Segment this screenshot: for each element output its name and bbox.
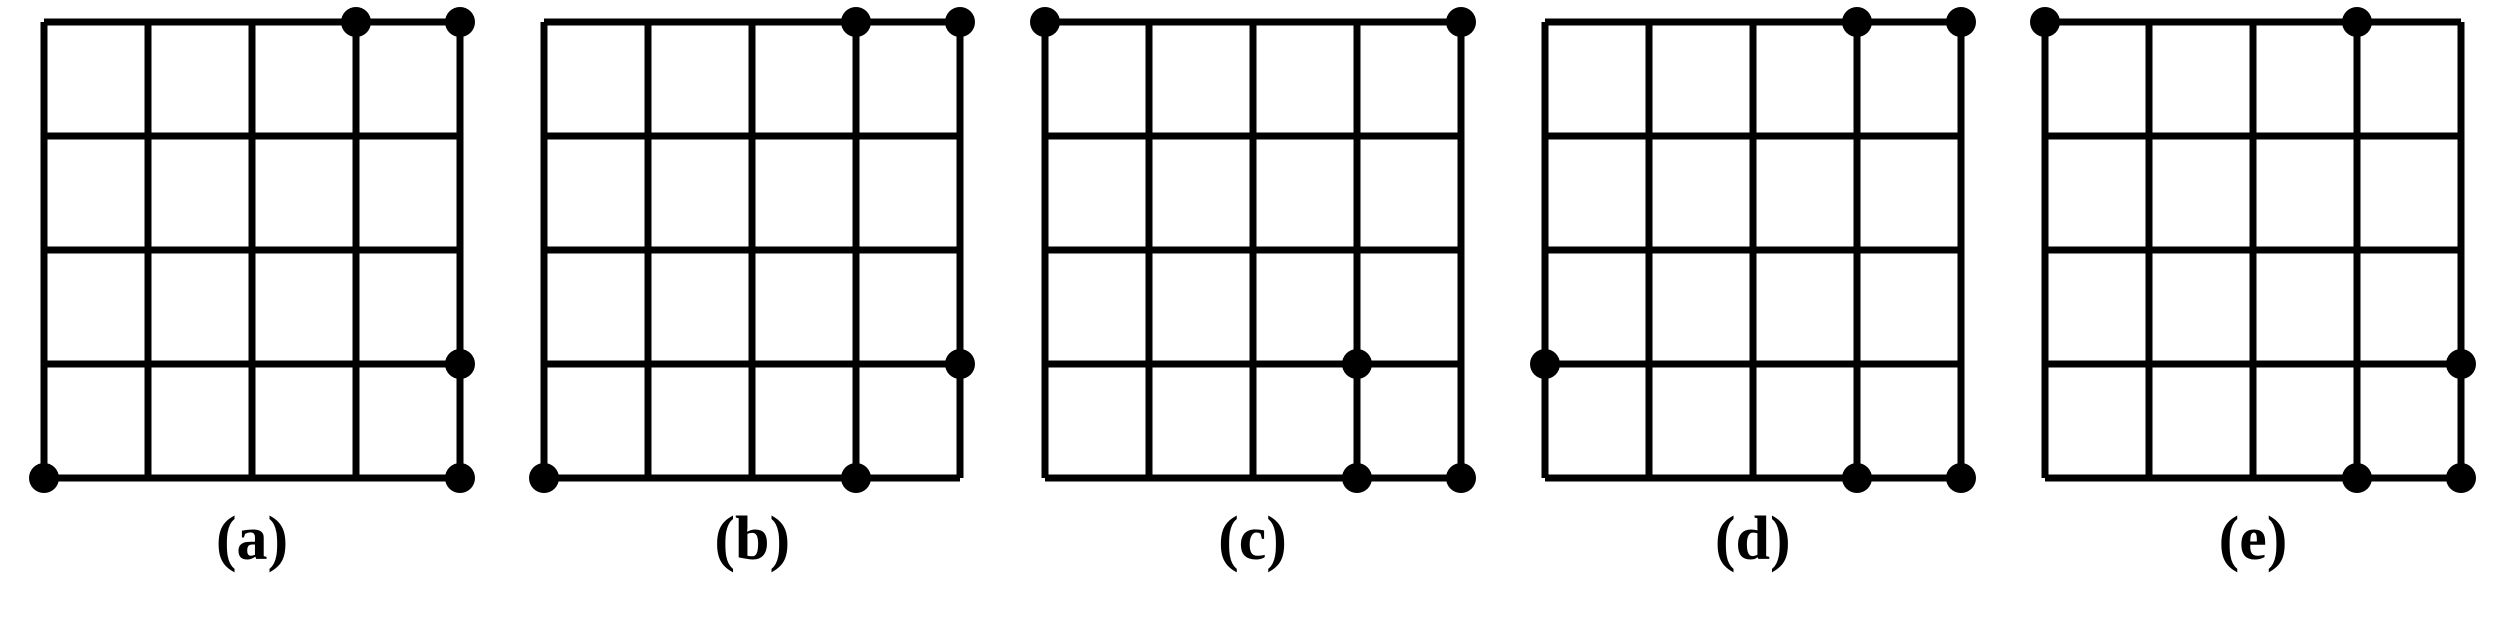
lattice-dot bbox=[1841, 463, 1872, 493]
panel-label-e: (e) bbox=[2218, 505, 2288, 573]
lattice-grid-c bbox=[1023, 0, 1483, 500]
lattice-dot bbox=[2342, 463, 2372, 493]
lattice-panel-b: (b) bbox=[522, 0, 982, 643]
lattice-dot bbox=[2342, 7, 2372, 37]
lattice-dot bbox=[445, 349, 475, 379]
lattice-dot bbox=[1341, 349, 1372, 379]
lattice-dot bbox=[445, 7, 475, 37]
lattice-dot bbox=[1445, 7, 1476, 37]
lattice-dot bbox=[1841, 7, 1872, 37]
lattice-svg-d bbox=[1529, 7, 1976, 493]
lattice-dot bbox=[945, 349, 976, 379]
lattice-dot bbox=[1445, 463, 1476, 493]
lattice-dot bbox=[1529, 349, 1560, 379]
lattice-dot bbox=[841, 7, 872, 37]
lattice-dot bbox=[1341, 463, 1372, 493]
lattice-panel-d: (d) bbox=[1523, 0, 1983, 643]
lattice-panel-a: (a) bbox=[22, 0, 482, 643]
lattice-svg-b bbox=[529, 7, 976, 493]
lattice-dot bbox=[1945, 7, 1976, 37]
panel-label-b: (b) bbox=[714, 505, 791, 573]
lattice-panel-c: (c) bbox=[1023, 0, 1483, 643]
lattice-dot bbox=[2446, 349, 2476, 379]
lattice-dot bbox=[1945, 463, 1976, 493]
lattice-grid-a bbox=[22, 0, 482, 500]
lattice-grid-d bbox=[1523, 0, 1983, 500]
lattice-svg-e bbox=[2030, 7, 2476, 493]
lattice-dot bbox=[841, 463, 872, 493]
lattice-svg-c bbox=[1029, 7, 1476, 493]
lattice-svg-a bbox=[29, 7, 475, 493]
lattice-dot bbox=[1029, 7, 1060, 37]
lattice-dot bbox=[529, 463, 560, 493]
lattice-dot bbox=[2446, 463, 2476, 493]
lattice-grid-b bbox=[522, 0, 982, 500]
lattice-dot bbox=[29, 463, 59, 493]
lattice-dot bbox=[2030, 7, 2060, 37]
lattice-dot bbox=[445, 463, 475, 493]
panel-label-a: (a) bbox=[215, 505, 289, 573]
lattice-grid-e bbox=[2023, 0, 2483, 500]
lattice-dot bbox=[341, 7, 371, 37]
panel-label-d: (d) bbox=[1714, 505, 1791, 573]
panel-label-c: (c) bbox=[1218, 505, 1287, 573]
lattice-panel-e: (e) bbox=[2023, 0, 2483, 643]
lattice-dot bbox=[945, 7, 976, 37]
